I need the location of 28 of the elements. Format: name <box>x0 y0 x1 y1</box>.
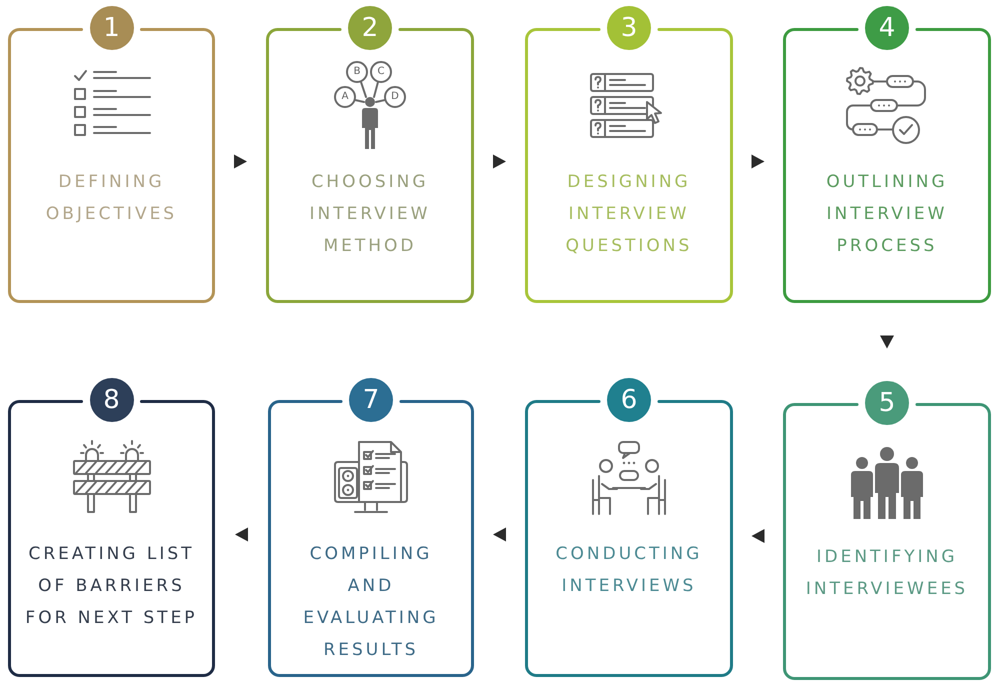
step-card <box>783 381 991 680</box>
step-card <box>8 378 215 677</box>
step-label: CHOOSING INTERVIEW METHOD <box>308 171 432 258</box>
step-number: 4 <box>865 6 909 50</box>
step-label: CONDUCTING INTERVIEWS <box>554 543 704 598</box>
step-label: DEFINING OBJECTIVES <box>44 171 178 226</box>
step-card <box>783 6 991 303</box>
step-number: 5 <box>865 381 909 425</box>
step-number: 3 <box>607 6 651 50</box>
step-label: DESIGNING INTERVIEW QUESTIONS <box>564 171 694 258</box>
option-letter: B <box>352 66 362 78</box>
step-label: OUTLINING INTERVIEW PROCESS <box>825 171 949 258</box>
step-number: 8 <box>90 378 134 422</box>
step-number: 1 <box>90 6 134 50</box>
step-card <box>268 378 474 677</box>
step-number: 2 <box>348 6 392 50</box>
step-card <box>525 6 733 303</box>
option-letter: C <box>376 66 386 78</box>
step-label: IDENTIFYING INTERVIEWEES <box>804 546 970 601</box>
step-label: CREATING LIST OF BARRIERS FOR NEXT STEP <box>24 543 199 630</box>
step-label: COMPILING AND EVALUATING RESULTS <box>302 543 440 662</box>
step-number: 6 <box>607 378 651 422</box>
step-card <box>266 6 474 303</box>
step-card <box>8 6 215 303</box>
step-number: 7 <box>349 378 393 422</box>
option-letter: A <box>340 91 350 103</box>
option-letter: D <box>390 91 400 103</box>
step-card <box>525 378 733 677</box>
